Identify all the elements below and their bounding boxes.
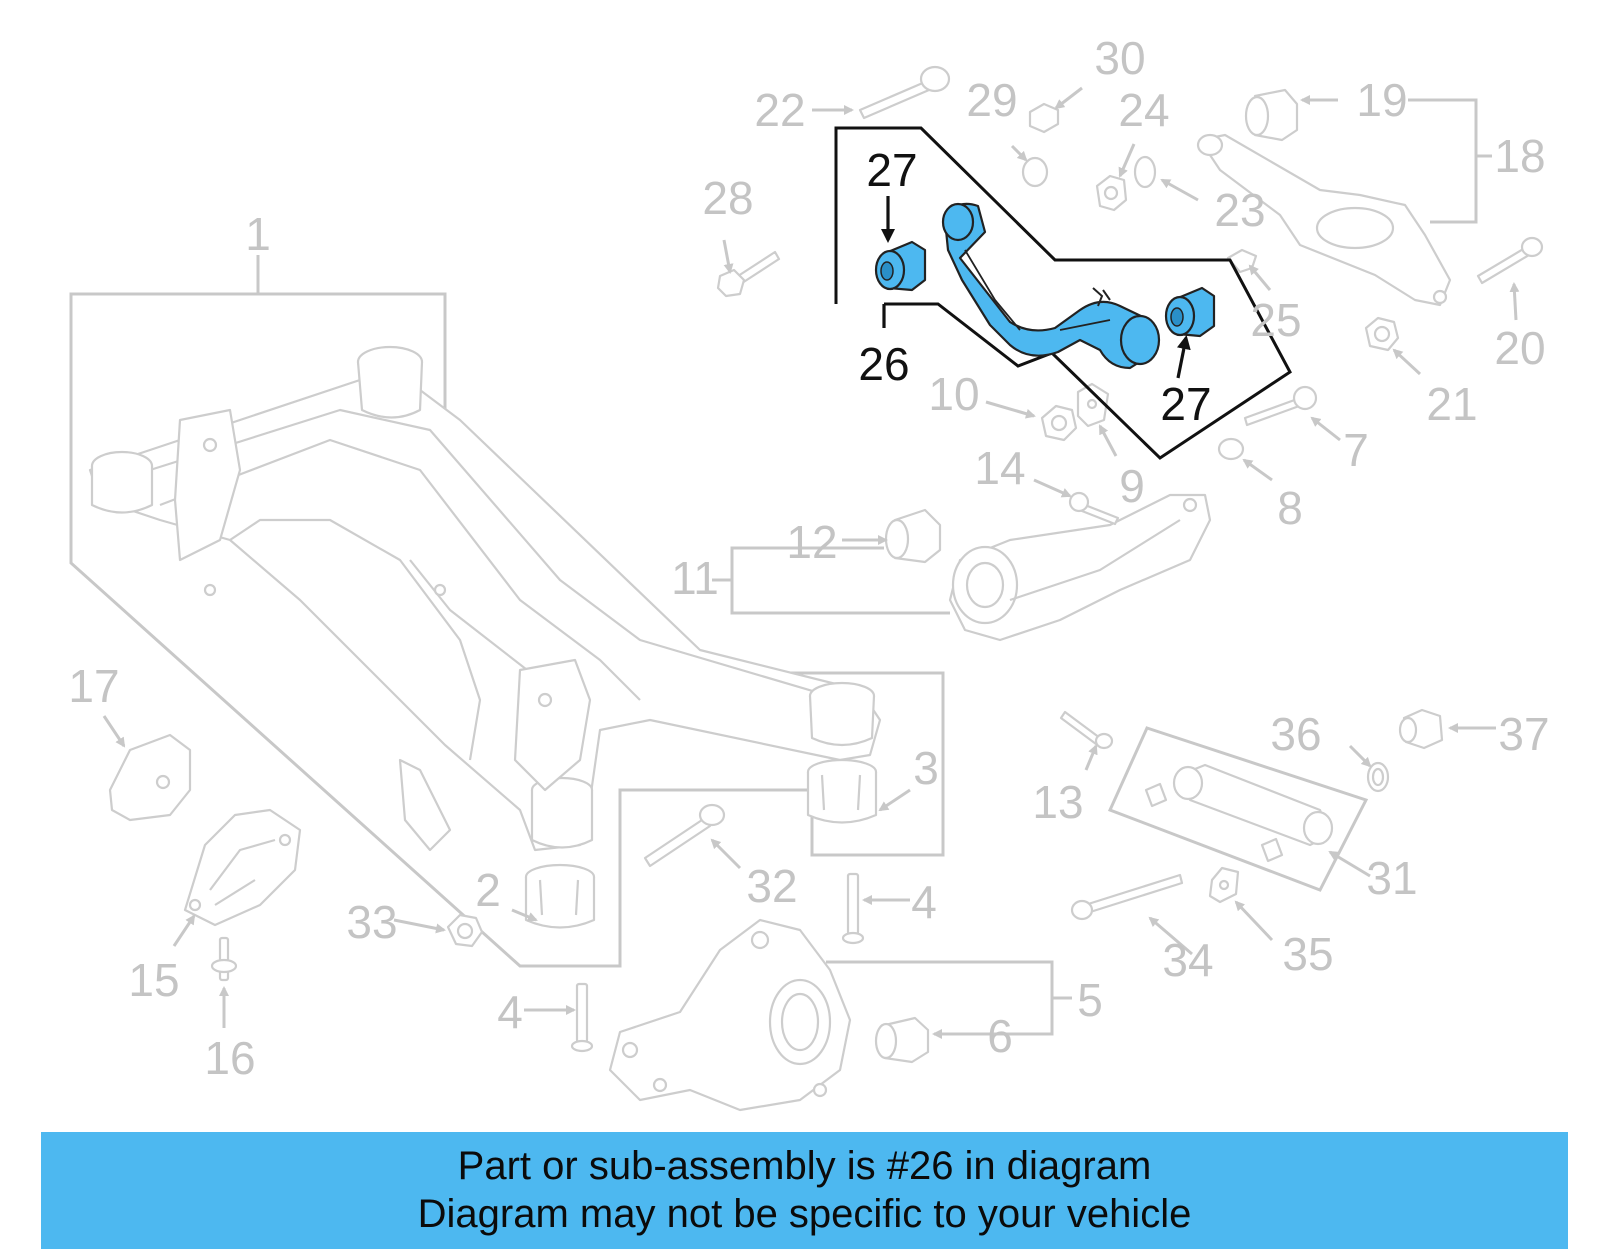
bolt-14 — [1068, 491, 1120, 526]
callout-23: 23 — [1214, 184, 1265, 236]
callout-17: 17 — [68, 660, 119, 712]
banner-line-2: Diagram may not be specific to your vehi… — [417, 1192, 1192, 1236]
callout-13: 13 — [1032, 776, 1083, 828]
link-31-group-outline — [1107, 726, 1369, 892]
bushing-6 — [874, 1016, 930, 1064]
washer-8 — [1217, 437, 1245, 461]
callout-22: 22 — [754, 84, 805, 136]
bushing-12 — [884, 508, 942, 564]
callout-16: 16 — [204, 1032, 255, 1084]
control-arm-group-outline — [834, 126, 1292, 460]
bolt-20 — [1476, 236, 1544, 285]
callout-25: 25 — [1250, 294, 1301, 346]
knuckle — [608, 918, 852, 1112]
bushing-27-right — [1164, 286, 1216, 338]
callout-6: 6 — [987, 1010, 1013, 1062]
callout-31: 31 — [1366, 852, 1417, 904]
callout-29: 29 — [966, 74, 1017, 126]
knuckle-group-outline — [826, 960, 1072, 1036]
callout-35: 35 — [1282, 928, 1333, 980]
callout-14: 14 — [974, 442, 1025, 494]
leader-lines — [102, 86, 1520, 1039]
callout-37: 37 — [1498, 708, 1549, 760]
nut-10 — [1040, 404, 1078, 442]
callout-20: 20 — [1494, 322, 1545, 374]
cover-17 — [108, 733, 192, 822]
callout-5: 5 — [1077, 974, 1103, 1026]
callout-21: 21 — [1426, 378, 1477, 430]
washer-29 — [1021, 156, 1049, 188]
callout-34: 34 — [1162, 934, 1213, 986]
callout-18: 18 — [1494, 130, 1545, 182]
callout-4-upper: 4 — [911, 876, 937, 928]
control-arm-26 — [941, 202, 1161, 370]
bushing-19 — [1244, 88, 1299, 142]
bolt-22 — [858, 65, 951, 120]
bolt-16 — [210, 936, 238, 982]
lower-arm-group-outline — [1408, 98, 1492, 224]
bushing-3 — [806, 758, 878, 824]
bolt-32 — [643, 803, 726, 868]
callout-30: 30 — [1094, 32, 1145, 84]
link-31 — [1144, 763, 1334, 863]
plate-9 — [1076, 382, 1110, 428]
callout-12: 12 — [786, 516, 837, 568]
callout-15: 15 — [128, 954, 179, 1006]
subframe — [88, 345, 882, 852]
callout-33: 33 — [346, 896, 397, 948]
bushing-27-left — [874, 240, 927, 292]
callout-2: 2 — [475, 864, 501, 916]
callout-4-lower: 4 — [497, 986, 523, 1038]
banner-line-1: Part or sub-assembly is #26 in diagram — [457, 1144, 1152, 1188]
callout-8: 8 — [1277, 482, 1303, 534]
bushing-2 — [524, 863, 596, 929]
callout-7: 7 — [1343, 424, 1369, 476]
callout-24: 24 — [1118, 84, 1169, 136]
info-banner: Part or sub-assembly is #26 in diagram D… — [41, 1132, 1568, 1249]
bracket-15 — [183, 808, 302, 927]
bolt-4-lower — [570, 982, 594, 1053]
bolt-34 — [1070, 873, 1184, 921]
callout-27-right: 27 — [1160, 378, 1211, 430]
callout-3: 3 — [913, 742, 939, 794]
bolt-4-upper — [841, 872, 865, 945]
bolt-7 — [1243, 385, 1318, 427]
washer-36 — [1366, 761, 1390, 793]
callout-36: 36 — [1270, 708, 1321, 760]
washer-23 — [1133, 155, 1157, 189]
callout-1: 1 — [245, 208, 271, 260]
nut-24 — [1095, 174, 1128, 212]
nut-30 — [1028, 102, 1060, 134]
trailing-arm — [948, 493, 1212, 642]
callout-19: 19 — [1356, 74, 1407, 126]
plate-35 — [1208, 866, 1240, 904]
callout-labels: 1 2 3 4 4 5 6 7 8 9 10 11 12 13 14 15 16… — [68, 32, 1549, 1084]
callout-32: 32 — [746, 860, 797, 912]
nut-37 — [1398, 708, 1444, 750]
trailing-arm-group-outline — [712, 546, 950, 615]
callout-9: 9 — [1119, 460, 1145, 512]
callout-10: 10 — [928, 368, 979, 420]
highlight-leader-lines — [881, 196, 1191, 379]
callout-27-left: 27 — [866, 144, 917, 196]
nut-21 — [1364, 316, 1400, 352]
callout-26: 26 — [858, 338, 909, 390]
callout-28: 28 — [702, 172, 753, 224]
callout-11: 11 — [671, 552, 719, 604]
lower-arm-18 — [1196, 133, 1452, 307]
bolt-13 — [1059, 710, 1114, 750]
bolt-28 — [716, 250, 781, 298]
nut-33 — [446, 913, 484, 948]
